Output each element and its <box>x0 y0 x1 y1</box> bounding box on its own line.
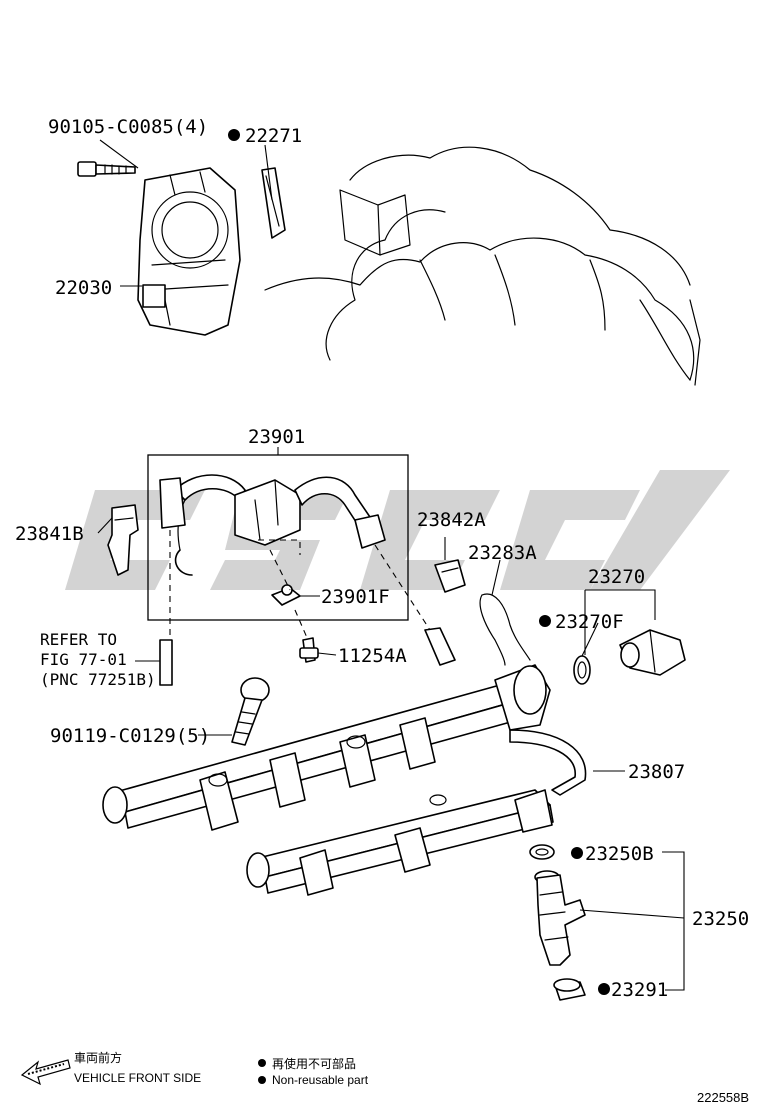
legend-nonreuse-en: Non-reusable part <box>272 1073 369 1087</box>
label-refer-line3: (PNC 77251B) <box>40 670 156 689</box>
label-hose-23901: 23901 <box>248 426 305 448</box>
label-bolt-90105: 90105-C0085(4) <box>48 116 208 138</box>
fuel-rail-lower[interactable] <box>246 789 554 896</box>
figure-id: 222558B <box>697 1090 749 1105</box>
pipe-23807[interactable] <box>509 729 587 796</box>
label-oring-23270F: 23270F <box>555 611 624 633</box>
label-bolt-90119: 90119-C0129(5) <box>50 725 210 747</box>
bolt-11254A[interactable] <box>299 637 319 663</box>
intake-manifold <box>264 146 701 386</box>
label-throttle-22030: 22030 <box>55 277 112 299</box>
legend-nonreuse: 再使用不可部品 Non-reusable part <box>258 1056 369 1087</box>
label-refer-line2: FIG 77-01 <box>40 650 127 669</box>
label-injector-23250: 23250 <box>692 908 749 930</box>
insulator-23291[interactable] <box>553 978 586 1001</box>
fuel-rail-upper[interactable] <box>102 664 551 831</box>
throttle-body[interactable] <box>137 167 241 336</box>
oring-23250B[interactable] <box>529 844 555 860</box>
nonreuse-marker-22271 <box>228 129 240 141</box>
label-damper-23270: 23270 <box>588 566 645 588</box>
label-clamp-23841B: 23841B <box>15 523 84 545</box>
front-arrow-icon <box>20 1059 71 1086</box>
clamp-23841B[interactable] <box>107 504 139 576</box>
hose-assembly-23901[interactable] <box>159 474 386 576</box>
legend-front-direction: 車両前方 VEHICLE FRONT SIDE <box>20 1050 201 1086</box>
nonreuse-marker-23250B <box>571 847 583 859</box>
ring-23283A[interactable] <box>479 593 531 666</box>
oring-23270F[interactable] <box>573 655 591 685</box>
clamp-23842A[interactable] <box>434 559 466 593</box>
bolt-90105[interactable] <box>77 161 136 177</box>
nonreuse-marker-23270F <box>539 615 551 627</box>
label-insulator-23291: 23291 <box>611 979 668 1001</box>
label-refer-line1: REFER TO <box>40 630 117 649</box>
gasket-22271[interactable] <box>261 167 286 239</box>
label-clamp-23842A: 23842A <box>417 509 486 531</box>
label-pipe-23807: 23807 <box>628 761 685 783</box>
label-gasket-22271: 22271 <box>245 125 302 147</box>
injector-23250[interactable] <box>534 870 586 966</box>
alignment-lines <box>169 530 456 666</box>
legend-front-en: VEHICLE FRONT SIDE <box>74 1071 201 1085</box>
damper-23270[interactable] <box>619 629 686 676</box>
nonreuse-bullet-icon-2 <box>258 1076 266 1084</box>
label-ring-23283A: 23283A <box>468 542 537 564</box>
leader-lines <box>97 139 685 991</box>
legend-front-jp: 車両前方 <box>74 1050 122 1065</box>
legend-nonreuse-jp: 再使用不可部品 <box>272 1056 356 1071</box>
nonreuse-marker-23291 <box>598 983 610 995</box>
label-clamp-23901F: 23901F <box>321 586 390 608</box>
refer-pipe <box>159 639 173 686</box>
nonreuse-bullet-icon <box>258 1059 266 1067</box>
label-bolt-11254A: 11254A <box>338 645 407 667</box>
label-oring-23250B: 23250B <box>585 843 654 865</box>
bolt-90119[interactable] <box>231 677 270 746</box>
